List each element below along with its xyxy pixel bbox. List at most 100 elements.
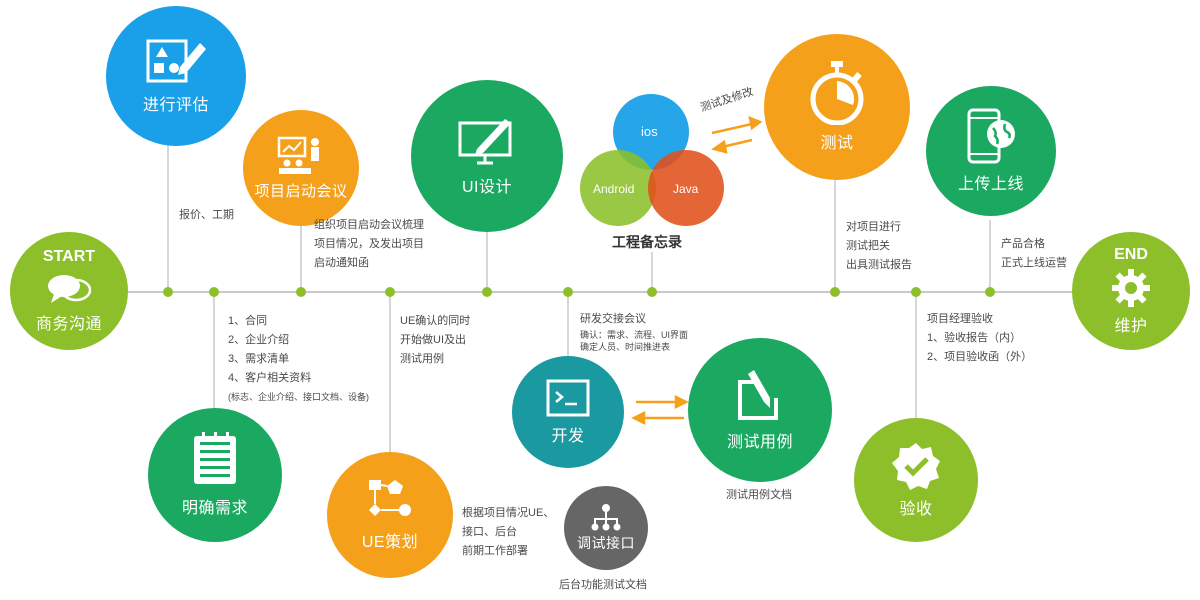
testing-node: 测试 [764, 34, 910, 180]
timeline-dot [985, 287, 995, 297]
kickoff-note-line: 启动通知函 [314, 257, 369, 269]
acceptance-label: 验收 [899, 501, 933, 518]
requirements-note-small: (标志、企业介绍、接口文档、设备) [228, 392, 369, 402]
kickoff-node: 项目启动会议 [243, 110, 359, 226]
ui-design-label: UI设计 [461, 179, 512, 196]
start-label: 商务沟通 [35, 316, 102, 333]
network-icon [591, 504, 621, 531]
pen-box-icon [738, 370, 778, 420]
ue-note: UE确认的同时 开始做UI及出 测试用例 [400, 312, 470, 369]
monitor-pen-icon [458, 119, 512, 165]
kickoff-note: 组织项目启动会议梳理 项目情况，及发出项目 启动通知函 [314, 216, 424, 273]
debug-note-line: 接口、后台 [462, 526, 517, 538]
dev-meeting-detail-line: 确定人员、时间推进表 [580, 342, 671, 352]
dev-meeting-note: 研发交接会议 确认：需求、流程、UI界面 确定人员、时间推进表 [580, 310, 688, 353]
start-node: START 商务沟通 [10, 232, 128, 350]
requirements-note-line: 1、合同 [228, 315, 268, 327]
dev-meeting-details: 确认：需求、流程、UI界面 确定人员、时间推进表 [580, 329, 688, 353]
evaluate-node: 进行评估 [106, 6, 246, 146]
test-cases-doc-note: 测试用例文档 [726, 489, 792, 501]
requirements-note-line: 2、企业介绍 [228, 334, 290, 346]
timeline-dot [482, 287, 492, 297]
venn-android-circle [580, 150, 656, 226]
test-cases-label: 测试用例 [726, 434, 793, 451]
venn-title: 工程备忘录 [612, 234, 682, 250]
requirements-note: 1、合同 2、企业介绍 3、需求清单 4、客户相关资料 (标志、企业介绍、接口文… [228, 312, 369, 407]
acceptance-node: 验收 [854, 418, 978, 542]
end-node: END 维护 [1072, 232, 1190, 350]
chat-icon [48, 275, 92, 303]
venn-ios-circle [613, 94, 689, 170]
flowchart-icon [369, 480, 411, 516]
testing-note-line: 测试把关 [846, 240, 890, 252]
timeline-dot [209, 287, 219, 297]
launch-note-line: 正式上线运营 [1001, 257, 1067, 269]
end-label: 维护 [1114, 318, 1148, 335]
check-badge-icon [892, 443, 940, 490]
debug-doc-note: 后台功能测试文档 [559, 579, 647, 591]
arrow-dev-to-test-head [674, 394, 689, 410]
requirements-note-line: 4、客户相关资料 [228, 372, 312, 384]
ue-note-line: 测试用例 [400, 353, 444, 365]
ue-note-line: 开始做UI及出 [400, 334, 466, 346]
dev-meeting-title: 研发交接会议 [580, 313, 646, 325]
timeline-dot [563, 287, 573, 297]
start-title: START [42, 248, 96, 265]
quote-note-line: 报价、工期 [179, 209, 234, 221]
debug-note-line: 根据项目情况UE、 [462, 507, 555, 519]
mobile-globe-icon [967, 108, 1015, 164]
arrow-to-testing-head [748, 115, 763, 131]
timeline-dot [647, 287, 657, 297]
testing-note-line: 出具测试报告 [846, 259, 912, 271]
debug-api-node: 调试接口 [564, 486, 648, 570]
venn-java-circle [648, 150, 724, 226]
arrow-to-venn [721, 138, 753, 149]
requirements-label: 明确需求 [181, 500, 248, 517]
terminal-icon [546, 379, 590, 417]
arrow-test-to-dev-head [631, 410, 646, 426]
dev-meeting-detail-line: 确认：需求、流程、UI界面 [580, 330, 689, 340]
testing-note-line: 对项目进行 [846, 221, 901, 233]
stopwatch-icon [810, 61, 864, 125]
acceptance-note: 项目经理验收 1、验收报告（内） 2、项目验收函（外） [927, 310, 1032, 367]
debug-note-line: 前期工作部署 [462, 545, 528, 557]
acceptance-note-line: 1、验收报告（内） [927, 332, 1022, 344]
ue-note-line: UE确认的同时 [400, 315, 471, 327]
launch-label: 上传上线 [957, 176, 1024, 193]
test-cases-node: 测试用例 [688, 338, 832, 482]
edit-icon [146, 39, 206, 83]
acceptance-note-line: 2、项目验收函（外） [927, 351, 1033, 363]
timeline-dot [296, 287, 306, 297]
document-icon [194, 432, 236, 484]
arrow-to-venn-head [711, 139, 728, 154]
kickoff-note-line: 项目情况，及发出项目 [314, 238, 424, 250]
ue-plan-label: UE策划 [361, 534, 419, 551]
testing-note: 对项目进行 测试把关 出具测试报告 [846, 218, 912, 275]
testing-label: 测试 [820, 135, 854, 152]
timeline-dot [385, 287, 395, 297]
acceptance-note-line: 项目经理验收 [927, 313, 993, 325]
timeline-dot [163, 287, 173, 297]
kickoff-note-line: 组织项目启动会议梳理 [314, 219, 424, 231]
develop-node: 开发 [512, 356, 624, 468]
venn-android-label: Android [593, 182, 635, 196]
end-title: END [1114, 246, 1148, 263]
quote-note: 报价、工期 [179, 206, 234, 225]
debug-api-label: 调试接口 [577, 535, 635, 551]
arrow-to-testing [711, 122, 753, 135]
ui-design-node: UI设计 [411, 80, 563, 232]
launch-note: 产品合格 正式上线运营 [1001, 235, 1067, 273]
launch-node: 上传上线 [926, 86, 1056, 216]
gear-icon [1112, 269, 1150, 307]
venn-java-label: Java [673, 182, 699, 196]
ue-plan-node: UE策划 [327, 452, 453, 578]
presentation-icon [277, 136, 319, 174]
requirements-node: 明确需求 [148, 408, 282, 542]
debug-note: 根据项目情况UE、 接口、后台 前期工作部署 [462, 504, 554, 561]
kickoff-label: 项目启动会议 [254, 182, 348, 200]
requirements-note-line: 3、需求清单 [228, 353, 290, 365]
timeline-dot [830, 287, 840, 297]
memo-venn-diagram [580, 94, 724, 226]
launch-note-line: 产品合格 [1001, 238, 1045, 250]
